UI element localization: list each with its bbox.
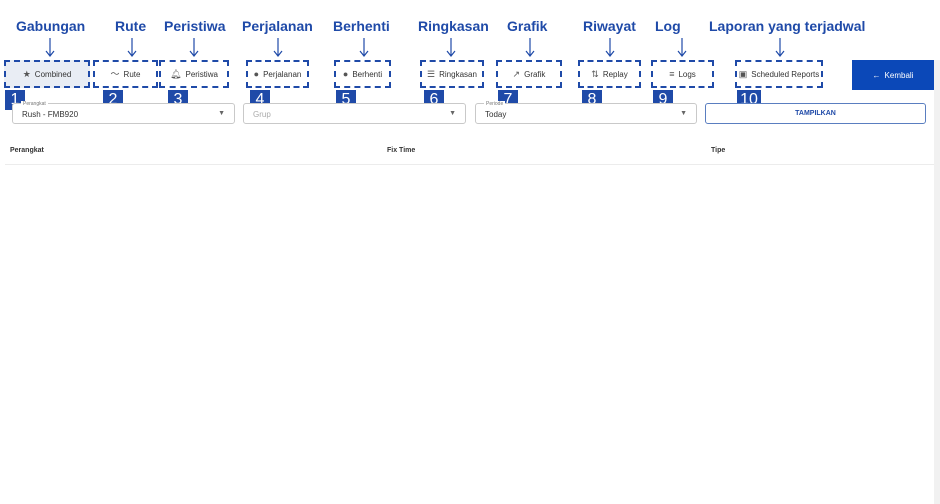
arrow-down-icon xyxy=(525,38,535,58)
tab-label: Perjalanan xyxy=(263,69,302,79)
notes-icon: ≡ xyxy=(669,68,675,79)
period-select-label: Periode xyxy=(484,101,506,107)
column-header-device[interactable]: Perangkat xyxy=(10,147,44,154)
tab-ringkasan[interactable]: ☰ Ringkasan xyxy=(420,60,484,88)
back-button[interactable]: ← Kembali xyxy=(852,60,934,90)
tab-berhenti[interactable]: ● Berhenti xyxy=(334,60,391,88)
arrow-down-icon xyxy=(273,38,283,58)
vertical-scrollbar[interactable] xyxy=(934,60,940,504)
tab-label: Replay xyxy=(602,69,628,79)
tab-scheduled-reports[interactable]: ▣ Scheduled Reports xyxy=(735,60,823,88)
play-circle-icon: ● xyxy=(253,68,260,79)
tab-label: Ringkasan xyxy=(439,69,477,79)
annotation-label-riwayat: Riwayat xyxy=(583,18,636,34)
annotation-label-laporan: Laporan yang terjadwal xyxy=(709,18,866,34)
tab-peristiwa[interactable]: 🔔︎ Peristiwa xyxy=(159,60,229,88)
tab-perjalanan[interactable]: ● Perjalanan xyxy=(246,60,309,88)
tab-label: Berhenti xyxy=(352,69,383,79)
annotation-label-peristiwa: Peristiwa xyxy=(164,18,226,34)
back-button-label: Kembali xyxy=(884,70,914,80)
star-icon: ★ xyxy=(22,68,31,79)
tab-logs[interactable]: ≡ Logs xyxy=(651,60,714,88)
annotation-label-log: Log xyxy=(655,18,681,34)
group-select-placeholder: Grup xyxy=(253,110,271,119)
period-select[interactable]: Periode Today ▼ xyxy=(475,101,697,124)
trending-up-icon: ↗ xyxy=(512,68,521,79)
chevron-down-icon: ▼ xyxy=(680,110,687,117)
device-select[interactable]: Perangkat Rush - FMB920 ▼ xyxy=(12,101,235,124)
tab-label: Logs xyxy=(678,69,696,79)
show-button[interactable]: TAMPILKAN xyxy=(705,103,926,124)
arrow-left-icon: ← xyxy=(872,70,881,80)
calendar-icon: ▣ xyxy=(738,68,748,79)
arrow-down-icon xyxy=(189,38,199,58)
tab-combined[interactable]: ★ Combined xyxy=(4,60,90,88)
arrow-down-icon xyxy=(446,38,456,58)
tab-replay[interactable]: ⇅ Replay xyxy=(578,60,641,88)
chevron-down-icon: ▼ xyxy=(449,110,456,117)
tab-grafik[interactable]: ↗ Grafik xyxy=(496,60,562,88)
annotation-label-rute: Rute xyxy=(115,18,147,34)
table-header-divider xyxy=(5,164,934,165)
tab-label: Grafik xyxy=(524,69,546,79)
annotation-label-gabungan: Gabungan xyxy=(16,18,86,34)
arrow-down-icon xyxy=(127,38,137,58)
arrow-down-icon xyxy=(605,38,615,58)
tab-label: Peristiwa xyxy=(185,69,218,79)
arrow-down-icon xyxy=(359,38,369,58)
device-select-label: Perangkat xyxy=(21,101,48,107)
tab-label: Scheduled Reports xyxy=(751,69,820,79)
arrow-down-icon xyxy=(45,38,55,58)
column-header-fix-time[interactable]: Fix Time xyxy=(387,147,416,154)
list-icon: ☰ xyxy=(427,68,436,79)
route-icon: 〜 xyxy=(110,68,120,79)
tab-label: Rute xyxy=(123,69,141,79)
period-select-value: Today xyxy=(485,110,507,119)
annotation-label-perjalanan: Perjalanan xyxy=(242,18,313,34)
pause-circle-icon: ● xyxy=(342,68,349,79)
column-header-type[interactable]: Tipe xyxy=(711,147,726,154)
arrow-down-icon xyxy=(775,38,785,58)
annotation-label-grafik: Grafik xyxy=(507,18,548,34)
replay-icon: ⇅ xyxy=(591,68,599,79)
chevron-down-icon: ▼ xyxy=(218,110,225,117)
device-select-value: Rush - FMB920 xyxy=(22,110,79,119)
annotation-label-berhenti: Berhenti xyxy=(333,18,390,34)
annotation-label-ringkasan: Ringkasan xyxy=(418,18,489,34)
bell-icon: 🔔︎ xyxy=(170,68,182,79)
tab-label: Combined xyxy=(34,69,72,79)
group-select[interactable]: Grup ▼ xyxy=(243,103,466,124)
arrow-down-icon xyxy=(677,38,687,58)
tab-rute[interactable]: 〜 Rute xyxy=(93,60,158,88)
